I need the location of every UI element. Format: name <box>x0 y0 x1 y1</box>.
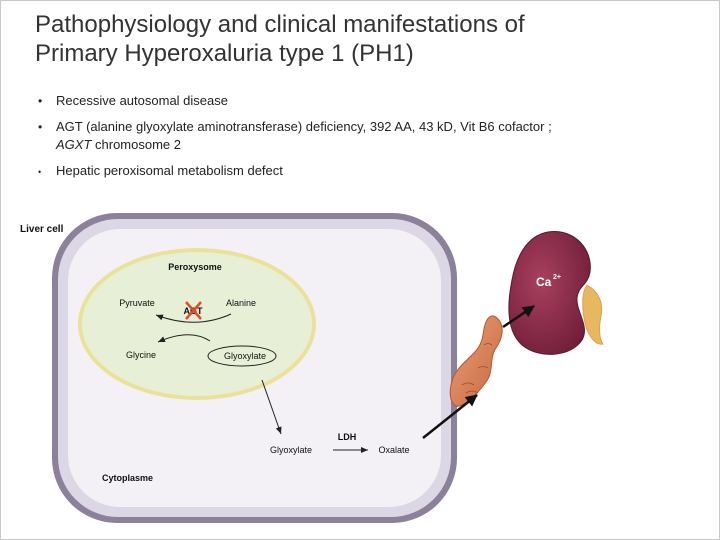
gut-to-kidney-arrow <box>502 304 535 329</box>
bullet-item: • Hepatic peroxisomal metabolism defect <box>38 162 678 180</box>
calcium-label: Ca <box>536 275 552 289</box>
deficiency-cross-icon <box>185 301 202 320</box>
pyruvate-label: Pyruvate <box>119 298 155 308</box>
transamination-arrow-upper <box>155 313 232 323</box>
ureter <box>582 284 604 345</box>
bullet-marker: • <box>38 94 43 108</box>
peroxysome <box>78 248 316 400</box>
oxalate-label: Oxalate <box>378 445 409 455</box>
gene-name: AGXT <box>56 137 92 152</box>
bullet-list: • Recessive autosomal disease • AGT (ala… <box>38 92 678 188</box>
glyoxylate-highlight-ring <box>207 345 277 367</box>
ldh-enzyme-label: LDH <box>338 432 357 442</box>
intestine-illustration <box>449 315 503 407</box>
bullet-marker: • <box>38 167 42 177</box>
bullet-item: • Recessive autosomal disease <box>38 92 678 110</box>
glycine-label: Glycine <box>126 350 156 360</box>
bullet-text-rest: chromosome 2 <box>91 137 181 152</box>
glyoxylate-cytoplasm-label: Glyoxylate <box>270 445 312 455</box>
bullet-item: • AGT (alanine glyoxylate aminotransfera… <box>38 118 678 154</box>
peroxysome-label: Peroxysome <box>168 262 222 272</box>
alanine-label: Alanine <box>226 298 256 308</box>
title-line-2: Primary Hyperoxaluria type 1 (PH1) <box>35 40 414 67</box>
transamination-arrow-lower <box>157 334 211 343</box>
bullet-text: Recessive autosomal disease <box>56 93 228 108</box>
oxalate-to-gut-arrow <box>422 394 478 439</box>
kidney-illustration: Ca 2+ <box>508 231 604 355</box>
glyoxylate-inner-label: Glyoxylate <box>224 351 266 361</box>
liver-cell-label: Liver cell <box>20 224 64 235</box>
calcium-charge: 2+ <box>553 274 561 281</box>
bullet-text: Hepatic peroxisomal metabolism defect <box>56 163 283 178</box>
title-line-1: Pathophysiology and clinical manifestati… <box>35 11 525 38</box>
export-arrow <box>261 379 282 435</box>
slide-title: Pathophysiology and clinical manifestati… <box>35 10 525 68</box>
bullet-marker: • <box>38 120 43 134</box>
cytoplasme-label: Cytoplasme <box>102 473 153 483</box>
bullet-text: AGT (alanine glyoxylate aminotransferase… <box>56 119 552 134</box>
